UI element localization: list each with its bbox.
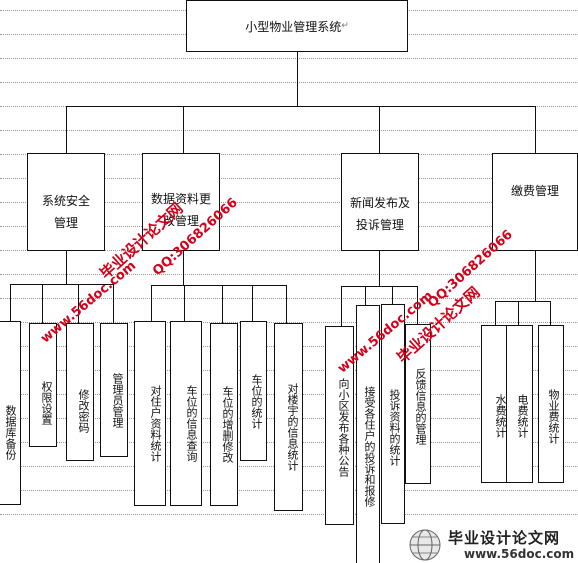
connector-line — [286, 285, 287, 323]
connector-line — [222, 285, 223, 323]
connector-line — [341, 286, 418, 287]
logo-url: www.56doc.com — [464, 547, 575, 561]
connector-line — [392, 286, 393, 304]
leaf-change-password: 修改密码 — [66, 323, 94, 461]
root-label: 小型物业管理系统 — [245, 19, 342, 34]
leaf-electricity-fee: 电费统计 — [506, 325, 533, 483]
leaf-building-stats: 对楼宇的信息统计 — [274, 323, 303, 511]
connector-line — [42, 284, 43, 323]
leaf-complaint-stats: 投诉资料的统计 — [381, 304, 405, 524]
leaf-label: 车位的增删修改 — [221, 386, 234, 463]
globe-icon — [409, 529, 441, 561]
connector-line — [297, 52, 298, 106]
connector-line — [66, 106, 535, 107]
dotted-rule — [0, 154, 578, 155]
module-label: 缴费管理 — [510, 184, 559, 198]
leaf-label: 对住户资料统计 — [149, 385, 162, 462]
dotted-rule — [0, 274, 578, 275]
leaf-db-backup: 数据库备份 — [0, 321, 21, 505]
connector-line — [417, 286, 418, 324]
leaf-label: 物业费统计 — [547, 388, 560, 444]
leaf-label: 反馈信息的管理 — [414, 367, 427, 445]
dotted-rule — [0, 298, 578, 299]
leaf-announcements: 向小区发布各种公告 — [325, 326, 354, 525]
dotted-rule — [0, 58, 578, 59]
leaf-label: 对楼宇的信息统计 — [286, 383, 299, 471]
connector-line — [78, 284, 79, 323]
connector-line — [252, 285, 253, 321]
connector-line — [183, 251, 184, 285]
dotted-rule — [0, 250, 578, 251]
leaf-label: 权限设置 — [40, 381, 53, 425]
module-label: 系统安全管理 — [41, 194, 90, 230]
dotted-rule — [0, 130, 578, 131]
leaf-parking-stats: 车位的统计 — [240, 321, 267, 461]
module-data-management: 数据资料更改管理 — [142, 153, 220, 251]
dotted-rule — [0, 202, 578, 203]
connector-line — [184, 285, 185, 321]
module-system-security: 系统安全管理 — [27, 153, 105, 251]
connector-line — [379, 106, 380, 153]
connector-line — [66, 106, 67, 153]
return-mark: ↵ — [341, 21, 349, 31]
connector-line — [183, 106, 184, 153]
leaf-complaints-repairs: 接受各住户的投诉和报修 — [356, 305, 380, 563]
leaf-parking-edit: 车位的增删修改 — [210, 323, 238, 506]
root-node: 小型物业管理系统↵ — [186, 0, 408, 52]
leaf-label: 数据库备份 — [4, 404, 17, 460]
leaf-label: 管理员管理 — [111, 372, 124, 428]
leaf-label: 向小区发布各种公告 — [337, 378, 350, 477]
connector-line — [535, 251, 536, 301]
leaf-parking-query: 车位的信息查询 — [170, 321, 202, 506]
leaf-label: 电费统计 — [516, 394, 529, 438]
leaf-permission: 权限设置 — [29, 323, 57, 447]
leaf-feedback: 反馈信息的管理 — [405, 324, 431, 484]
leaf-admin-management: 管理员管理 — [100, 323, 128, 457]
dotted-rule — [0, 514, 578, 515]
connector-line — [535, 106, 536, 153]
connector-line — [341, 286, 342, 326]
module-label: 新闻发布及投诉管理 — [349, 196, 410, 232]
leaf-label: 车位的统计 — [250, 373, 263, 429]
leaf-property-fee: 物业费统计 — [538, 325, 564, 483]
leaf-label: 接受各住户的投诉和报修 — [363, 386, 376, 507]
connector-line — [10, 284, 11, 321]
connector-line — [379, 251, 380, 286]
connector-line — [66, 251, 67, 284]
module-news-complaints: 新闻发布及投诉管理 — [341, 153, 419, 251]
connector-line — [495, 301, 550, 302]
module-payment: 缴费管理 — [492, 153, 578, 251]
connector-line — [365, 286, 366, 305]
leaf-label: 投诉资料的统计 — [388, 388, 401, 466]
connector-line — [151, 285, 152, 321]
connector-line — [151, 285, 287, 286]
dotted-rule — [0, 322, 578, 323]
dotted-rule — [0, 178, 578, 179]
module-label: 数据资料更改管理 — [151, 192, 212, 228]
site-logo: 毕业设计论文网 www.56doc.com — [408, 526, 578, 563]
leaf-resident-stats: 对住户资料统计 — [134, 321, 166, 506]
connector-line — [518, 301, 519, 325]
dotted-rule — [0, 82, 578, 83]
logo-title: 毕业设计论文网 — [448, 529, 561, 547]
connector-line — [10, 284, 114, 285]
leaf-label: 修改密码 — [77, 389, 90, 433]
connector-line — [495, 301, 496, 325]
leaf-label: 水费统计 — [494, 394, 507, 438]
dotted-rule — [0, 226, 578, 227]
connector-line — [113, 284, 114, 323]
connector-line — [550, 301, 551, 325]
leaf-label: 车位的信息查询 — [185, 385, 198, 462]
